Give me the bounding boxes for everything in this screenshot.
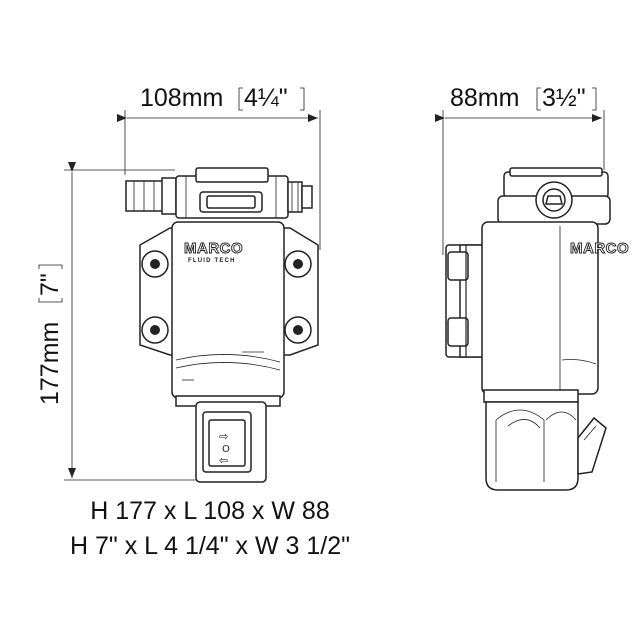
front-width-label: 108mm (140, 84, 223, 112)
side-motor-body: MARCO (481, 221, 629, 395)
switch-housing: ⇨ O ⇦ (195, 401, 267, 483)
brand-sub-logo: FLUID TECH (188, 258, 236, 264)
switch-off-mark: O (222, 444, 230, 455)
pump-side-view: MARCO (445, 167, 629, 491)
side-width-label: 88mm (450, 84, 519, 112)
pump-head (175, 167, 289, 219)
height-inch-label: 7" (36, 273, 64, 296)
side-pump-head (497, 167, 611, 225)
dimension-summary-imperial: H 7" x L 4 1/4" x W 3 1/2" (70, 532, 350, 560)
switch-arrow-right: ⇨ (219, 430, 228, 443)
side-brand-logo: MARCO (570, 240, 629, 257)
height-dimension: 177mm 7" (36, 162, 200, 481)
front-width-dimension: 108mm 4¼" (117, 84, 321, 250)
side-switch-housing (483, 389, 607, 491)
outlet-fitting-right (287, 181, 313, 213)
switch-arrow-left: ⇦ (219, 454, 228, 467)
motor-body: MARCO FLUID TECH (171, 221, 285, 407)
dimension-summary-metric: H 177 x L 108 x W 88 (90, 497, 330, 525)
pump-front-view: MARCO FLUID TECH ⇨ O ⇦ (125, 167, 319, 483)
side-width-dimension: 88mm 3½" (435, 84, 605, 255)
side-width-inch-label: 3½" (542, 84, 586, 112)
brand-logo: MARCO (184, 240, 243, 257)
hose-barb-left (125, 177, 177, 215)
front-width-inch-label: 4¼" (244, 84, 288, 112)
height-label: 177mm (36, 322, 64, 405)
